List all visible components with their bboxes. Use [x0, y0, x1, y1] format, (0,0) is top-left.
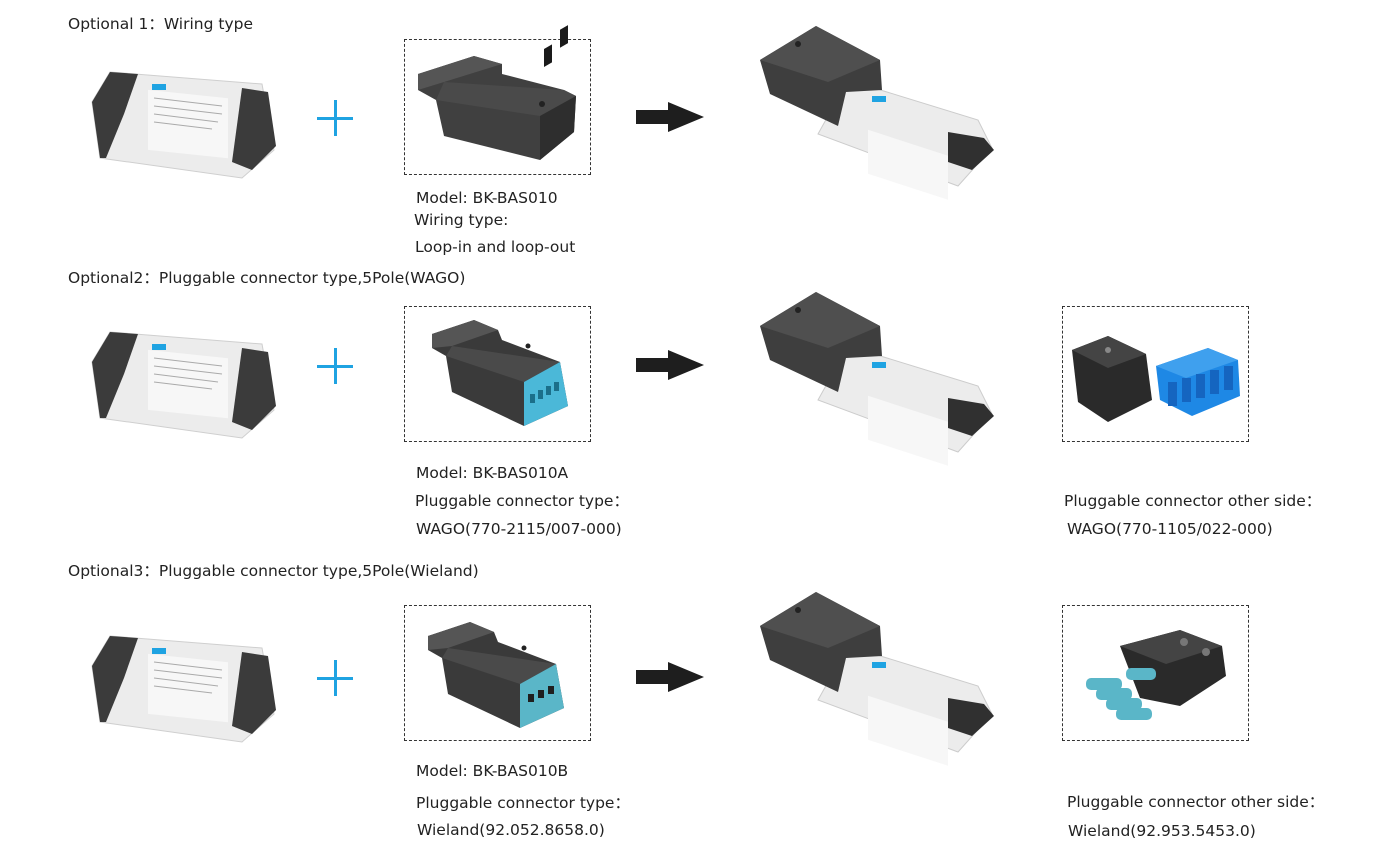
plus-icon	[317, 100, 353, 136]
cover-type-label: Pluggable connector type：	[415, 492, 629, 510]
led-driver-image	[91, 71, 276, 179]
cover-type-value: Loop-in and loop-out	[415, 238, 576, 256]
terminal-cover-frame	[404, 39, 591, 175]
terminal-cover-frame	[404, 605, 591, 741]
plus-icon	[317, 660, 353, 696]
terminal-cover-image	[428, 622, 564, 728]
cover-model: Model: BK-BAS010	[416, 189, 558, 207]
led-driver-image	[91, 635, 276, 743]
cover-type-label: Pluggable connector type：	[416, 794, 630, 812]
section-2-heading: Optional2：Pluggable connector type,5Pole…	[68, 269, 466, 287]
cover-model: Model: BK-BAS010B	[416, 762, 569, 780]
terminal-cover-image	[418, 25, 576, 160]
section-1-heading: Optional 1：Wiring type	[68, 15, 254, 33]
cover-type-value: WAGO(770-2115/007-000)	[416, 520, 622, 538]
connector-frame	[1062, 306, 1249, 442]
cover-model: Model: BK-BAS010A	[416, 464, 569, 482]
assembled-driver-image	[760, 592, 994, 766]
arrow-right-icon	[636, 102, 704, 132]
cover-type-label: Wiring type:	[414, 211, 509, 229]
assembled-driver-image	[760, 26, 994, 200]
terminal-cover-image	[432, 320, 568, 426]
other-side-value: Wieland(92.953.5453.0)	[1068, 822, 1256, 840]
other-side-value: WAGO(770-1105/022-000)	[1067, 520, 1273, 538]
other-side-label: Pluggable connector other side：	[1064, 492, 1322, 510]
other-side-label: Pluggable connector other side：	[1067, 793, 1325, 811]
assembled-driver-image	[760, 292, 994, 466]
connector-frame	[1062, 605, 1249, 741]
connector-image	[1072, 336, 1240, 422]
connector-image	[1086, 630, 1226, 720]
cover-type-value: Wieland(92.052.8658.0)	[417, 821, 605, 839]
plus-icon	[317, 348, 353, 384]
led-driver-image	[91, 331, 276, 439]
section-3-heading: Optional3：Pluggable connector type,5Pole…	[68, 562, 479, 580]
arrow-right-icon	[636, 350, 704, 380]
terminal-cover-frame	[404, 306, 591, 442]
arrow-right-icon	[636, 662, 704, 692]
